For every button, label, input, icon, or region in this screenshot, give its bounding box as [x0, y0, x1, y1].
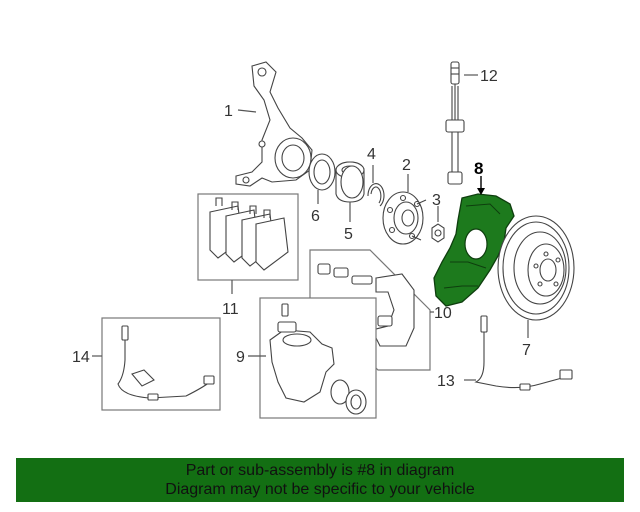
callout-6: 6 — [311, 208, 320, 225]
callout-10: 10 — [434, 305, 452, 322]
dust-shield-part — [433, 193, 515, 307]
callout-12: 12 — [480, 68, 498, 85]
callout-3: 3 — [432, 192, 441, 209]
snap-ring-part — [367, 183, 385, 207]
callout-14: 14 — [72, 349, 90, 366]
hub-nut-part — [431, 223, 445, 243]
callout-1: 1 — [224, 103, 233, 120]
seal-ring-part — [308, 153, 336, 191]
sensor-wire-box — [101, 317, 221, 411]
brake-hose-part — [445, 61, 465, 185]
wheel-hub-part — [382, 191, 427, 245]
banner-line-part: Part or sub-assembly is #8 in diagram — [185, 462, 455, 479]
callout-13: 13 — [437, 373, 455, 390]
callout-11: 11 — [222, 301, 239, 318]
callout-9: 9 — [236, 349, 245, 366]
callout-8: 8 — [474, 159, 483, 178]
steering-knuckle-part — [235, 61, 313, 187]
brake-caliper-box — [259, 297, 377, 419]
speed-sensor-part — [474, 315, 573, 391]
callout-4: 4 — [367, 146, 376, 163]
brake-pads-box — [197, 193, 299, 281]
callout-5: 5 — [344, 226, 353, 243]
brake-rotor-part — [497, 215, 575, 321]
callout-2: 2 — [402, 157, 411, 174]
part-info-banner: Part or sub-assembly is #8 in diagram Di… — [16, 458, 624, 502]
wheel-bearing-part — [335, 161, 365, 203]
callout-7: 7 — [522, 342, 531, 359]
banner-line-disclaimer: Diagram may not be specific to your vehi… — [165, 481, 475, 498]
